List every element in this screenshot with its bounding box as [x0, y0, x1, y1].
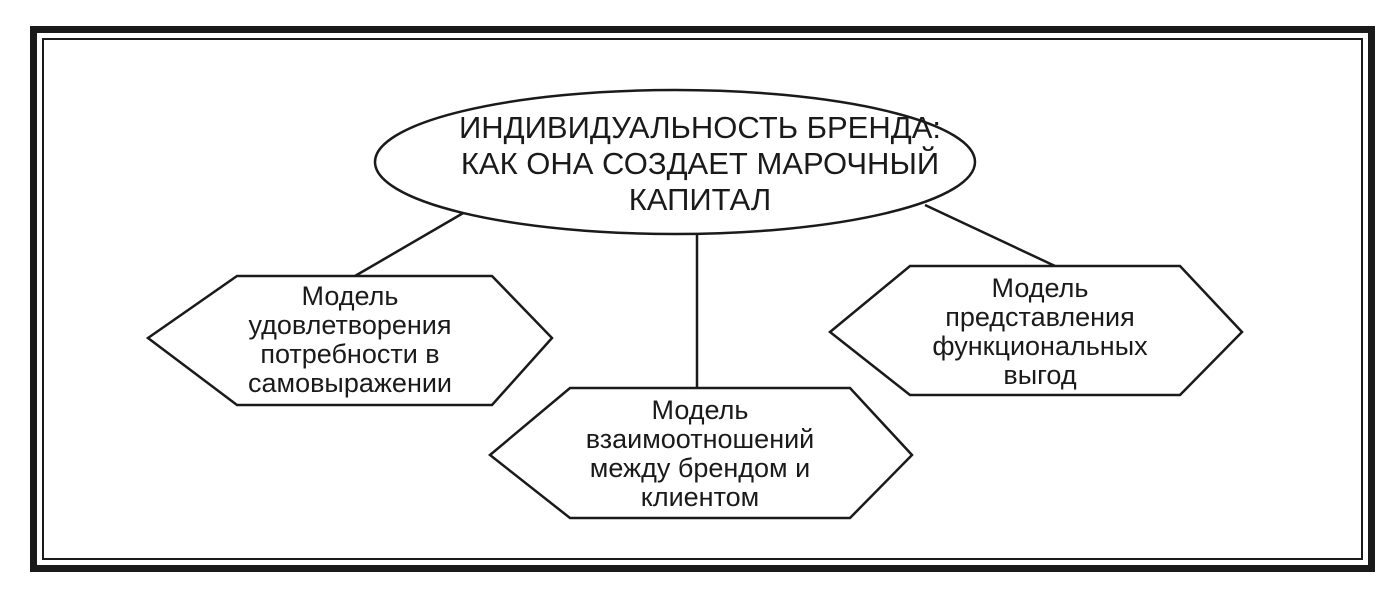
leaf-node-self-expression-hexagon [145, 274, 554, 407]
outer-frame [30, 26, 1375, 572]
edge-root-to-self-expression [354, 210, 466, 278]
inner-frame [42, 38, 1363, 560]
root-node-ellipse [373, 88, 977, 236]
root-node-label: ИНДИВИДУАЛЬНОСТЬ БРЕНДА: КАК ОНА СОЗДАЕТ… [458, 110, 942, 217]
leaf-node-relationship-hexagon [488, 386, 914, 520]
leaf-node-functional-label: Модель представления функциональных выго… [932, 273, 1148, 390]
leaf-node-self-expression-label: Модель удовлетворения потребности в само… [247, 281, 453, 398]
edge-root-to-functional [924, 203, 1056, 268]
leaf-node-functional-hexagon [828, 264, 1244, 397]
leaf-node-relationship-label: Модель взаимоотношений между брендом и к… [585, 395, 815, 512]
